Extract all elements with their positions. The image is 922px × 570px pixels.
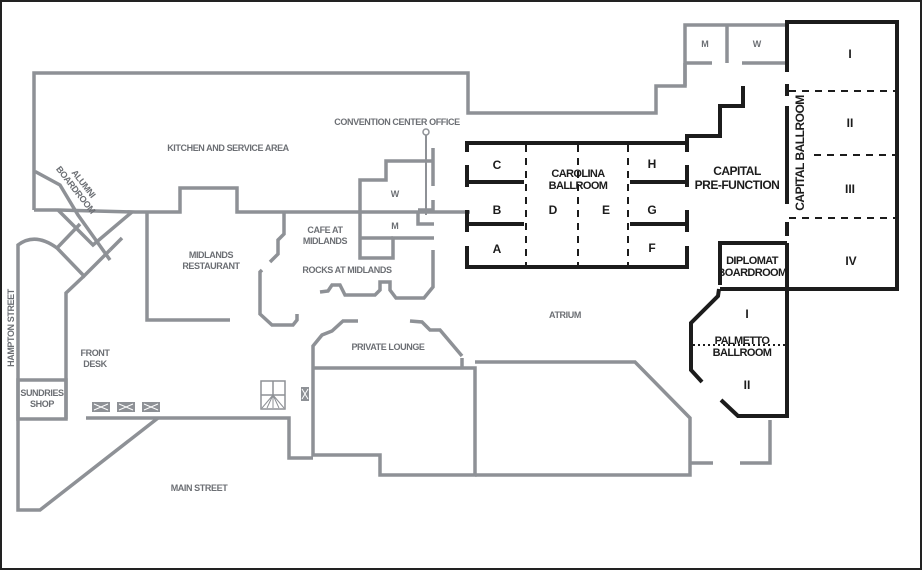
main-street-label: MAIN STREET <box>171 483 229 493</box>
kitchen-label: KITCHEN AND SERVICE AREA <box>167 143 289 153</box>
carolina-ballroom-label-2: BALLROOM <box>549 180 608 192</box>
elevator-icon <box>301 387 309 401</box>
midlands-restaurant-label-1: MIDLANDS <box>189 250 234 260</box>
cafe-label-1: CAFE AT <box>307 225 343 235</box>
capital-prefunction-label-1: CAPITAL <box>713 164 761 178</box>
atrium-label: ATRIUM <box>549 310 581 320</box>
rocks-label: ROCKS AT MIDLANDS <box>302 265 392 275</box>
palmetto-ballroom-label-1: PALMETTO <box>715 335 771 347</box>
restroom-women-top-label: W <box>753 39 762 49</box>
palmetto-section-ii: II <box>744 378 751 392</box>
carolina-section-a: A <box>493 242 502 256</box>
front-desk-label-1: FRONT <box>81 348 111 358</box>
diplomat-boardroom-label-2: BOARDROOM <box>717 267 787 279</box>
carolina-section-b: B <box>493 203 502 217</box>
door-icon <box>92 402 110 412</box>
sundries-shop-label-1: SUNDRIES <box>20 388 64 398</box>
door-icon <box>142 402 160 412</box>
palmetto-ballroom-label-2: BALLROOM <box>713 347 772 359</box>
carolina-section-g: G <box>647 203 656 217</box>
cafe-label-2: MIDLANDS <box>303 236 348 246</box>
diplomat-boardroom-label-1: DIPLOMAT <box>726 255 779 267</box>
sundries-shop-label-2: SHOP <box>30 399 54 409</box>
front-desk-label-2: DESK <box>83 359 107 369</box>
carolina-section-f: F <box>648 241 655 255</box>
carolina-section-d: D <box>549 203 558 217</box>
convention-office-label: CONVENTION CENTER OFFICE <box>334 117 460 127</box>
capital-prefunction-label-2: PRE-FUNCTION <box>695 178 780 192</box>
building-walls-gray <box>16 23 785 512</box>
restroom-men-label: M <box>391 221 399 231</box>
hampton-street-label: HAMPTON STREET <box>6 288 16 367</box>
palmetto-section-i: I <box>745 307 748 321</box>
carolina-section-e: E <box>602 203 610 217</box>
capital-section-iii: III <box>845 182 855 196</box>
entrance-door-icons <box>92 402 160 412</box>
capital-section-ii: II <box>847 116 854 130</box>
capital-section-iv: IV <box>845 254 856 268</box>
stairs-icon <box>260 380 286 410</box>
carolina-section-h: H <box>648 157 657 171</box>
door-icon <box>117 402 135 412</box>
ballroom-walls-black <box>465 20 899 418</box>
carolina-section-c: C <box>493 158 502 172</box>
restroom-women-label: W <box>391 189 400 199</box>
capital-ballroom-label: CAPITAL BALLROOM <box>793 95 807 211</box>
capital-section-i: I <box>848 47 851 61</box>
restroom-men-top-label: M <box>701 39 709 49</box>
carolina-ballroom-label-1: CAROLINA <box>551 168 605 180</box>
midlands-restaurant-label-2: RESTAURANT <box>182 261 240 271</box>
private-lounge-label: PRIVATE LOUNGE <box>351 342 424 352</box>
